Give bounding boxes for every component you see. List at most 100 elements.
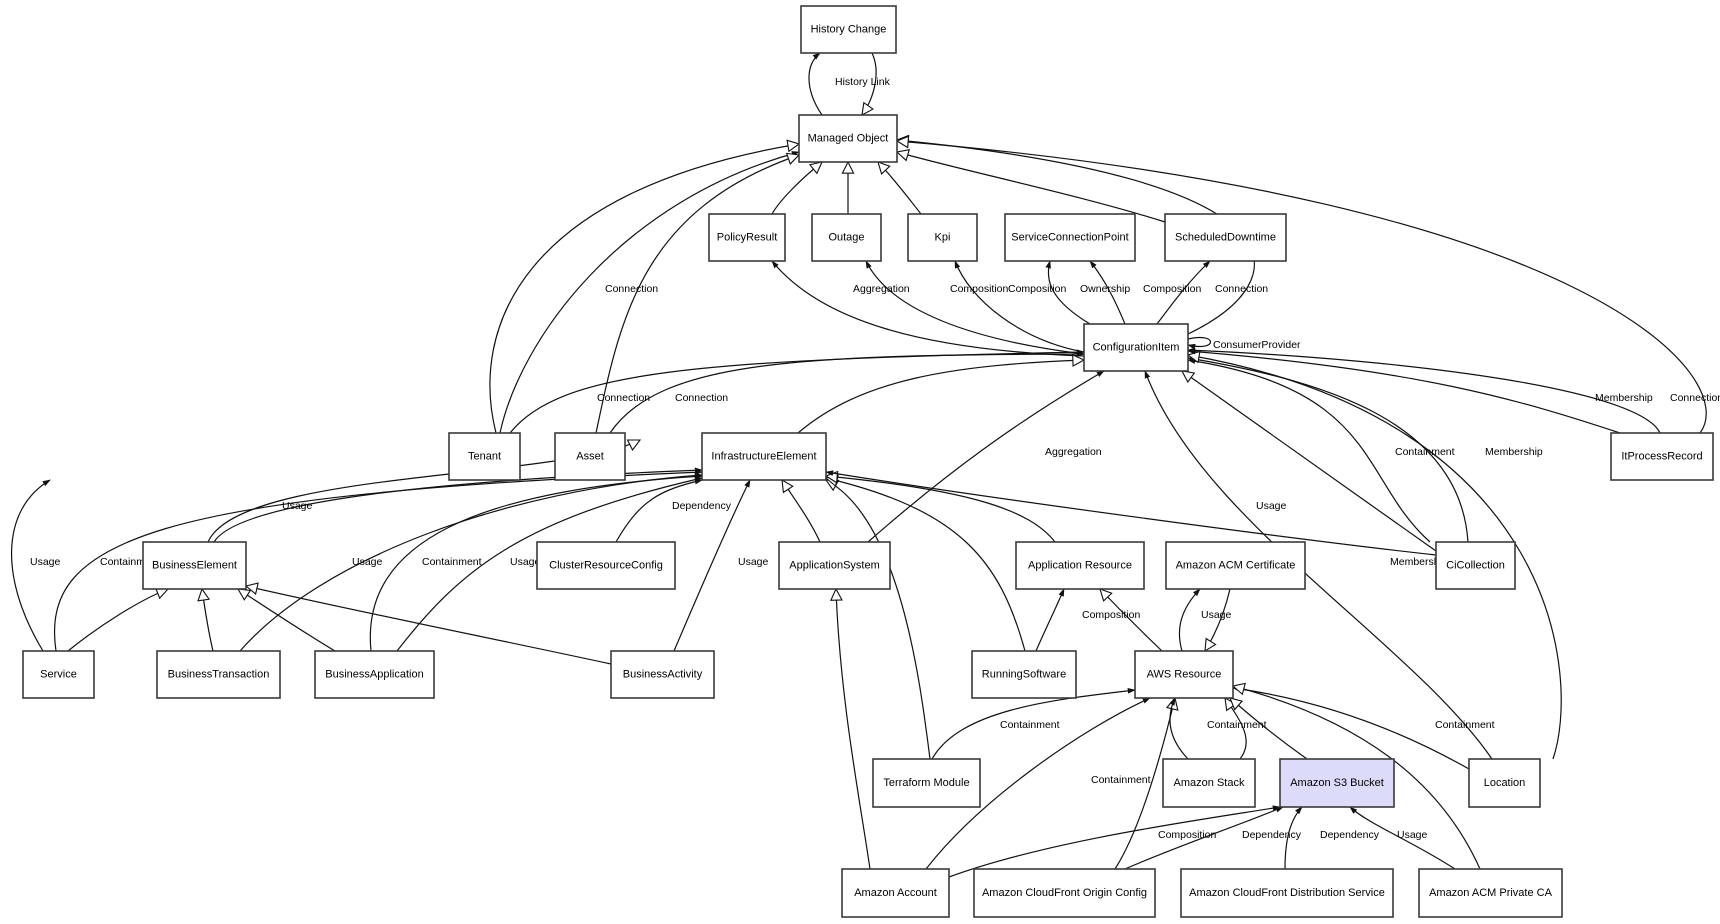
node-amazon-cloudfront-distribution-service[interactable]: Amazon CloudFront Distribution Service (1180, 868, 1394, 918)
node-box (1610, 432, 1714, 481)
edge-inheritance-it-process-record-to-managed-object (897, 141, 1707, 434)
node-box (22, 650, 95, 699)
node-service[interactable]: Service (22, 650, 95, 699)
inheritance-arrow (897, 141, 1707, 434)
node-ci-collection[interactable]: CiCollection (1435, 541, 1516, 590)
edge-label: Membership (1595, 392, 1653, 404)
node-box (1468, 758, 1541, 808)
node-asset[interactable]: Asset (554, 432, 626, 481)
inheritance-arrow (836, 589, 871, 870)
node-label: Amazon S3 Bucket (1290, 777, 1384, 789)
node-amazon-s3-bucket[interactable]: Amazon S3 Bucket (1279, 758, 1395, 808)
edge-association-cluster-resource-config-to-infrastructure-element (615, 478, 703, 543)
edge-association-amazon-cloudfront-distribution-service-to-amazon-s3-bucket (1284, 806, 1303, 870)
edge-association-service-to-infrastructure-element (11, 479, 51, 652)
node-service-connection-point[interactable]: ServiceConnectionPoint (1004, 213, 1136, 262)
edge-inheritance-location-to-configuration-item (1188, 355, 1562, 760)
edge-association-business-activity-to-infrastructure-element (673, 479, 751, 652)
edge-inheritance-business-application-to-business-element (238, 589, 336, 652)
node-box (156, 650, 281, 699)
node-business-activity[interactable]: BusinessActivity (610, 650, 715, 699)
edge-association-running-software-to-application-resource (1035, 588, 1065, 652)
node-label: CiCollection (1446, 560, 1505, 572)
node-label: Managed Object (808, 133, 889, 145)
node-application-resource[interactable]: Application Resource (1015, 541, 1145, 590)
node-amazon-stack[interactable]: Amazon Stack (1162, 758, 1256, 808)
inheritance-arrow (246, 586, 612, 665)
node-amazon-account[interactable]: Amazon Account (841, 868, 950, 918)
edge-association-business-transaction-to-infrastructure-element (239, 472, 703, 652)
node-amazon-acm-certificate[interactable]: Amazon ACM Certificate (1165, 541, 1306, 590)
edge-label: Dependency (1320, 829, 1380, 841)
edge-label: ConsumerProvider (1213, 339, 1301, 351)
edge-association-configuration-item-to-service-connection-point (1089, 260, 1126, 325)
node-box (798, 114, 898, 163)
node-scheduled-downtime[interactable]: ScheduledDowntime (1164, 213, 1287, 262)
node-business-transaction[interactable]: BusinessTransaction (156, 650, 281, 699)
edge-label: Composition (1158, 829, 1217, 841)
inheritance-arrow (797, 360, 1084, 434)
node-business-application[interactable]: BusinessApplication (314, 650, 435, 699)
inheritance-arrow (1188, 355, 1562, 760)
inheritance-arrow (1233, 686, 1481, 870)
node-amazon-cloudfront-origin-config[interactable]: Amazon CloudFront Origin Config (973, 868, 1156, 918)
node-application-system[interactable]: ApplicationSystem (778, 541, 891, 590)
node-box (973, 868, 1156, 918)
edge-association-amazon-acm-private-ca-to-amazon-s3-bucket (1349, 806, 1456, 870)
node-outage[interactable]: Outage (811, 213, 882, 262)
node-business-element[interactable]: BusinessElement (142, 541, 247, 590)
node-managed-object[interactable]: Managed Object (798, 114, 898, 163)
edge-label: History Link (835, 76, 891, 88)
edge-inheritance-business-activity-to-business-element (246, 586, 612, 665)
node-it-process-record[interactable]: ItProcessRecord (1610, 432, 1714, 481)
node-history-change[interactable]: History Change (800, 5, 897, 54)
node-label: Amazon Account (854, 887, 937, 899)
node-location[interactable]: Location (1468, 758, 1541, 808)
node-terraform-module[interactable]: Terraform Module (872, 758, 981, 808)
node-label: ClusterResourceConfig (549, 560, 663, 572)
node-kpi[interactable]: Kpi (907, 213, 978, 262)
edge-inheritance-amazon-account-to-application-system (836, 589, 871, 870)
edge-inheritance-asset-to-managed-object (595, 155, 799, 434)
edge-association-service-to-infrastructure-element (54, 469, 703, 652)
edge-label: Dependency (672, 500, 732, 512)
inheritance-arrow (826, 478, 1026, 652)
node-aws-resource[interactable]: AWS Resource (1134, 650, 1234, 699)
edge-inheritance-running-software-to-infrastructure-element (826, 478, 1026, 652)
node-box (1165, 541, 1306, 590)
node-infrastructure-element[interactable]: InfrastructureElement (701, 432, 827, 481)
node-running-software[interactable]: RunningSoftware (971, 650, 1077, 699)
node-tenant[interactable]: Tenant (448, 432, 521, 481)
node-label: Terraform Module (883, 777, 969, 789)
edge-inheritance-infrastructure-element-to-configuration-item (797, 360, 1084, 434)
association-arrow (1187, 348, 1621, 434)
node-amazon-acm-private-ca[interactable]: Amazon ACM Private CA (1418, 868, 1563, 918)
inheritance-arrow (771, 162, 822, 215)
node-cluster-resource-config[interactable]: ClusterResourceConfig (536, 541, 676, 590)
edge-label: Usage (352, 556, 383, 568)
node-box (800, 5, 897, 54)
edge-association-location-to-aws-resource (1232, 686, 1470, 770)
edge-label: Connection (597, 392, 650, 404)
node-configuration-item[interactable]: ConfigurationItem (1083, 323, 1189, 372)
node-box (907, 213, 978, 262)
edge-association-configuration-item-to-kpi (954, 260, 1085, 353)
association-arrow (771, 260, 1085, 357)
edge-label: Composition (1143, 283, 1202, 295)
inheritance-arrow (826, 476, 1056, 543)
node-box (971, 650, 1077, 699)
inheritance-arrow (67, 589, 168, 652)
edge-association-configuration-item-to-scheduled-downtime (1156, 260, 1211, 325)
node-label: Amazon CloudFront Distribution Service (1189, 887, 1385, 899)
node-policy-result[interactable]: PolicyResult (708, 213, 786, 262)
edge-inheritance-ci-collection-to-configuration-item (1182, 371, 1437, 552)
node-label: BusinessActivity (623, 669, 703, 681)
edge-inheritance-application-system-to-infrastructure-element (782, 480, 821, 543)
edge-association-asset-to-configuration-item (609, 351, 1085, 434)
edge-association-configuration-item-to-configuration-item (1187, 337, 1212, 350)
inheritance-arrow (595, 155, 799, 434)
edge-inheritance-policy-result-to-managed-object (771, 162, 822, 215)
node-label: Service (40, 669, 77, 681)
